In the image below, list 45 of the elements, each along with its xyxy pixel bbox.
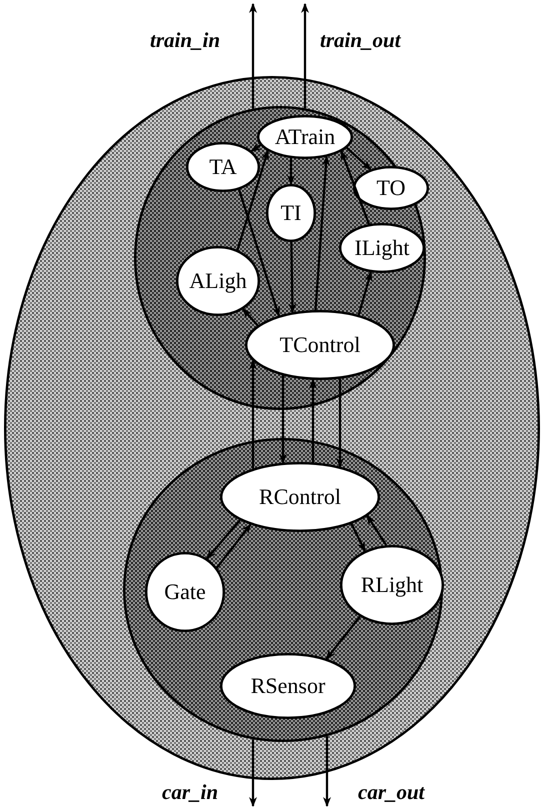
arrow (314, 156, 330, 310)
arrow (309, 378, 317, 462)
region-ellipse (134, 106, 426, 410)
component-ellipse (145, 552, 225, 632)
component-ellipse (245, 310, 395, 380)
arrow (242, 308, 259, 326)
arrow (279, 375, 287, 464)
component-ellipse (339, 223, 425, 273)
component-ellipse (353, 166, 429, 210)
arrow (206, 519, 241, 560)
arrow (323, 736, 331, 807)
edge-label: train_out (318, 30, 403, 51)
node-label: ILight (354, 237, 410, 259)
arrow (249, 360, 257, 469)
component-ellipse (340, 545, 444, 625)
region-ellipse (123, 438, 443, 742)
node-label: TA (209, 156, 237, 178)
node-label: TO (376, 177, 406, 199)
component-ellipse (266, 184, 316, 242)
arrow (216, 524, 252, 568)
component-ellipse (186, 142, 260, 192)
arrow (366, 515, 388, 546)
arrow (250, 142, 262, 152)
arrow (238, 189, 280, 317)
component-ellipse (220, 653, 356, 719)
node-label: RControl (259, 486, 341, 508)
node-label: RSensor (250, 675, 326, 697)
arrow (249, 739, 257, 807)
node-label: ALigh (189, 270, 247, 292)
arrow (301, 3, 309, 108)
component-ellipse (257, 115, 353, 159)
arrow (287, 158, 295, 185)
region-ellipse (4, 76, 540, 780)
arrow (350, 523, 366, 552)
node-label: TI (280, 202, 302, 224)
arrow (346, 146, 372, 170)
node-label: Gate (164, 581, 206, 603)
node-label: RLight (360, 574, 424, 596)
arrow (249, 3, 257, 109)
component-ellipse (220, 462, 380, 532)
node-label: ATrain (274, 126, 336, 148)
arrow (288, 242, 296, 314)
node-label: TControl (280, 334, 360, 356)
component-ellipse (176, 246, 260, 316)
arrow (236, 150, 269, 250)
